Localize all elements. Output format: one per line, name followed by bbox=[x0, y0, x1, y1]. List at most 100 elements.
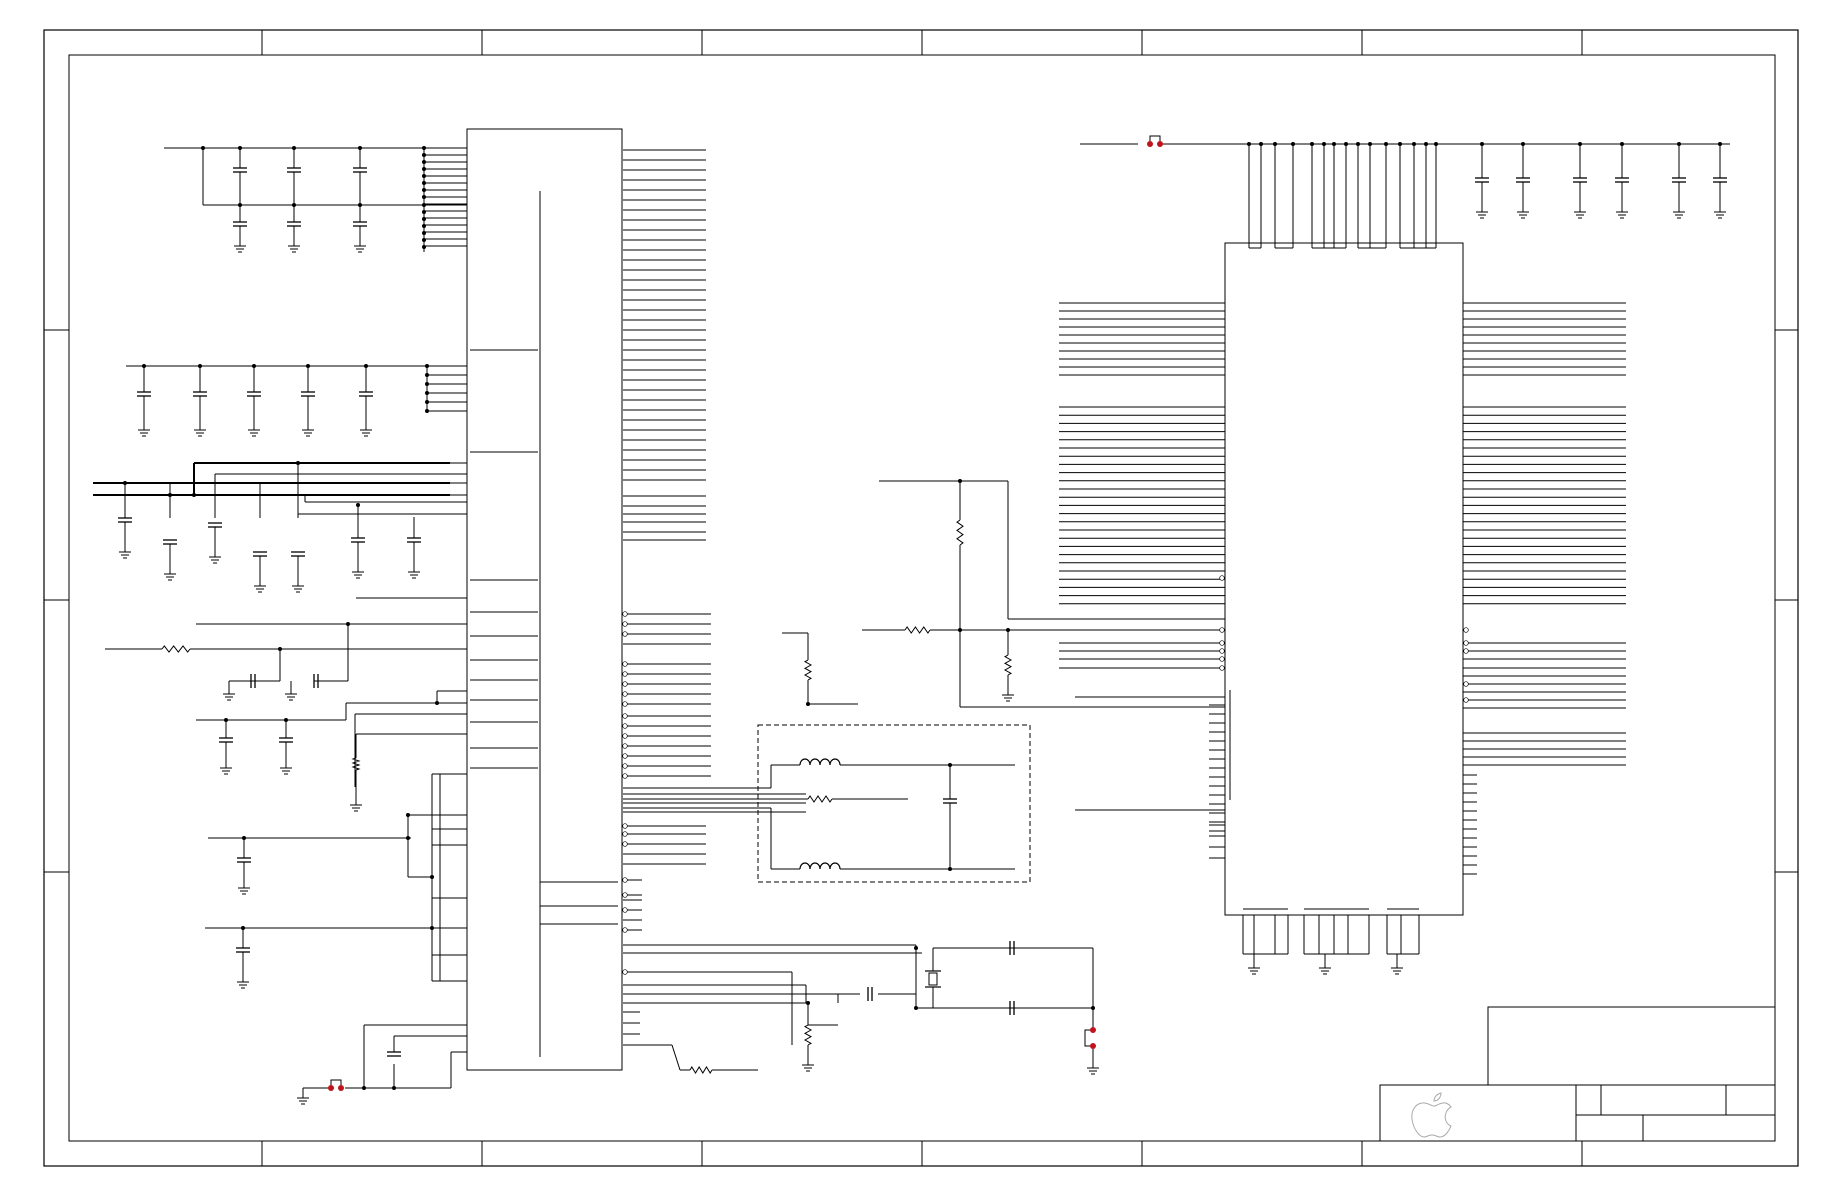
junction-dot bbox=[356, 503, 360, 507]
junction-dot bbox=[238, 203, 242, 207]
pin-bubble bbox=[622, 631, 628, 637]
apple-logo-icon bbox=[1411, 1092, 1452, 1138]
junction-dot bbox=[284, 718, 288, 722]
junction-dot bbox=[435, 701, 439, 705]
inductors bbox=[799, 758, 842, 870]
probe-point-bridge bbox=[1149, 135, 1161, 144]
pin-bubble bbox=[622, 671, 628, 677]
probe-point bbox=[1147, 141, 1153, 147]
junction-dot bbox=[1434, 142, 1438, 146]
junction-dot bbox=[296, 461, 300, 465]
pin-bubble bbox=[622, 611, 628, 617]
pin-bubble bbox=[622, 927, 628, 933]
pin-bubble bbox=[1219, 648, 1225, 654]
junction-dot bbox=[306, 364, 310, 368]
inductor bbox=[799, 758, 841, 766]
junction-dot bbox=[430, 926, 434, 930]
pin-bubble bbox=[622, 892, 628, 898]
junction-dot bbox=[422, 224, 426, 228]
junction-dot bbox=[422, 181, 426, 185]
junction-dot bbox=[362, 1086, 366, 1090]
junction-dot bbox=[1310, 142, 1314, 146]
junction-dot bbox=[1006, 628, 1010, 632]
junction-dot bbox=[806, 1001, 810, 1005]
junction-dot bbox=[1424, 142, 1428, 146]
pin-bubble bbox=[1463, 648, 1469, 654]
resistor bbox=[904, 626, 931, 634]
junction-dot bbox=[422, 160, 426, 164]
junction-dot bbox=[142, 364, 146, 368]
junction-dot bbox=[241, 926, 245, 930]
pin-bubble bbox=[1463, 681, 1469, 687]
junction-dot bbox=[422, 195, 426, 199]
probe-point bbox=[1157, 141, 1163, 147]
probe-point bbox=[1090, 1027, 1096, 1033]
net-diagonal bbox=[671, 1044, 681, 1071]
junction-dot bbox=[914, 946, 918, 950]
junction-dot bbox=[292, 203, 296, 207]
junction-dot bbox=[224, 718, 228, 722]
pin-bubble bbox=[1219, 627, 1225, 633]
junction-dot bbox=[914, 1006, 918, 1010]
pin-bubble bbox=[1463, 697, 1469, 703]
junction-dot bbox=[392, 1086, 396, 1090]
pin-bubble bbox=[1219, 640, 1225, 646]
junction-dot bbox=[406, 813, 410, 817]
junction-dot bbox=[123, 481, 127, 485]
junction-dot bbox=[238, 146, 242, 150]
u1-body bbox=[466, 128, 623, 1071]
resistor bbox=[689, 1066, 713, 1074]
resistor bbox=[1003, 654, 1013, 676]
junction-dot bbox=[358, 146, 362, 150]
filter-shield-outline bbox=[757, 724, 1031, 883]
pin-bubble bbox=[1219, 656, 1225, 662]
junction-dot bbox=[422, 238, 426, 242]
ic-u1-left bbox=[466, 128, 623, 1071]
pin-bubble bbox=[1219, 575, 1225, 581]
junction-dot bbox=[198, 364, 202, 368]
crystal-body bbox=[928, 972, 938, 986]
junction-dot bbox=[948, 867, 952, 871]
resistors bbox=[161, 519, 1013, 1074]
junction-dot bbox=[242, 836, 246, 840]
junction-dot bbox=[422, 188, 426, 192]
junction-dot bbox=[1247, 142, 1251, 146]
junction-dot bbox=[1718, 142, 1722, 146]
junction-dot bbox=[192, 493, 196, 497]
junction-dot bbox=[430, 875, 434, 879]
pin-bubble bbox=[622, 743, 628, 749]
sheet-frame bbox=[43, 29, 1799, 1167]
junction-dot bbox=[425, 409, 429, 413]
pin-bubble bbox=[622, 831, 628, 837]
junction-dot bbox=[364, 364, 368, 368]
junction-dot bbox=[1578, 142, 1582, 146]
junction-dots bbox=[123, 142, 1722, 1090]
pin-bubble bbox=[622, 773, 628, 779]
resistor bbox=[161, 645, 191, 653]
junction-dot bbox=[1620, 142, 1624, 146]
probe-point bbox=[338, 1085, 344, 1091]
junction-dot bbox=[1356, 142, 1360, 146]
junction-dot bbox=[948, 763, 952, 767]
junction-dot bbox=[252, 364, 256, 368]
junction-dot bbox=[406, 836, 410, 840]
junction-dot bbox=[278, 647, 282, 651]
junction-dot bbox=[425, 391, 429, 395]
junction-dot bbox=[1332, 142, 1336, 146]
junction-dot bbox=[425, 400, 429, 404]
pin-bubble bbox=[622, 969, 628, 975]
junction-dot bbox=[422, 174, 426, 178]
title-block bbox=[1379, 1006, 1776, 1142]
capacitors bbox=[118, 167, 1727, 1057]
junction-dot bbox=[1677, 142, 1681, 146]
inductor bbox=[799, 862, 841, 870]
pin-bubble bbox=[622, 907, 628, 913]
junction-dot bbox=[358, 203, 362, 207]
junction-dot bbox=[1344, 142, 1348, 146]
resistor bbox=[351, 757, 361, 771]
probe-points bbox=[328, 135, 1163, 1091]
junction-dot bbox=[346, 622, 350, 626]
resistor bbox=[956, 519, 964, 546]
pin-bubble bbox=[622, 877, 628, 883]
